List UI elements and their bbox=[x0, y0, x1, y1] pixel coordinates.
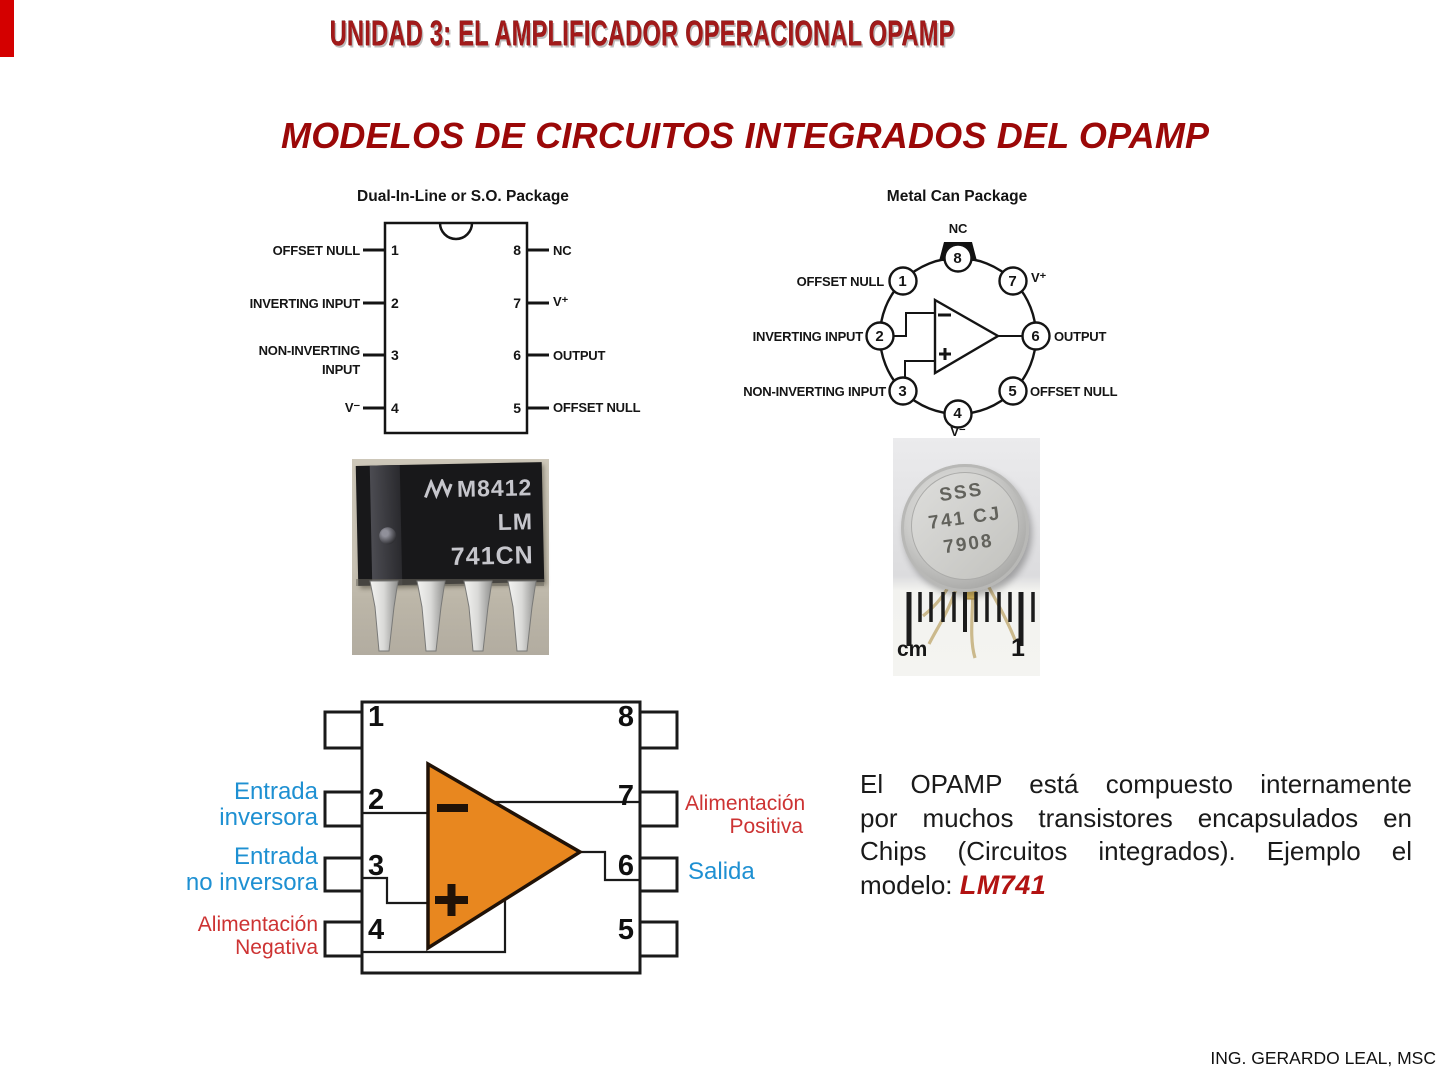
page-title: MODELOS DE CIRCUITOS INTEGRADOS DEL OPAM… bbox=[281, 115, 1210, 156]
pinout-num-6: 6 bbox=[617, 850, 634, 882]
pinout-num-3: 3 bbox=[368, 850, 385, 882]
dip-pin4-num: 4 bbox=[391, 400, 399, 416]
label-positive-supply-line2: Positiva bbox=[729, 815, 803, 838]
dip-pin8-label: NC bbox=[553, 243, 572, 258]
dip-pin3-label: NON-INVERTING INPUT bbox=[258, 341, 361, 379]
pinout-num-5: 5 bbox=[617, 914, 634, 946]
label-noninverting-input-line2: no inversora bbox=[185, 869, 318, 896]
dip-pin3-label-line1: NON-INVERTING bbox=[258, 343, 361, 358]
can-pin5-num: 5 bbox=[1008, 383, 1017, 400]
pinout-pin-stubs bbox=[323, 710, 679, 958]
can-wire-pin3 bbox=[904, 360, 935, 379]
paragraph-line-1: El OPAMP está compuesto internamente bbox=[860, 769, 1412, 799]
pinout-num-1: 1 bbox=[368, 701, 385, 733]
pinout-wires bbox=[362, 800, 640, 954]
label-output: Salida bbox=[688, 858, 755, 885]
can-pin2-label: INVERTING INPUT bbox=[752, 329, 864, 344]
dip-notch bbox=[438, 222, 474, 241]
can-opamp-signs bbox=[938, 313, 951, 360]
dip-package-diagram bbox=[363, 221, 549, 435]
opamp-signs bbox=[435, 804, 468, 916]
dip-pin1-label: OFFSET NULL bbox=[272, 243, 361, 258]
label-negative-supply: Alimentación Negativa bbox=[198, 913, 318, 959]
can-pin4-label: V⁻ bbox=[950, 424, 966, 439]
dip-pin2-label: INVERTING INPUT bbox=[249, 296, 361, 311]
dip-chip-marking-line3: 741CN bbox=[450, 541, 534, 571]
can-pin2-num: 2 bbox=[875, 328, 884, 345]
metal-can-marking: SSS 741 CJ 7908 bbox=[896, 471, 1034, 566]
metal-can-cap bbox=[911, 472, 1019, 580]
dip-pin5-label: OFFSET NULL bbox=[553, 400, 641, 415]
pinout-diagram bbox=[323, 700, 679, 975]
dip-pin7-label: V⁺ bbox=[553, 294, 569, 309]
pinout-num-4: 4 bbox=[368, 914, 385, 946]
label-negative-supply-line2: Negativa bbox=[235, 936, 318, 959]
can-wire-pin2 bbox=[893, 312, 935, 337]
dip-pin4-label: V⁻ bbox=[344, 400, 360, 415]
can-pin-circles bbox=[865, 243, 1051, 429]
dip-body bbox=[383, 221, 529, 435]
can-pin8-num: 8 bbox=[953, 250, 962, 267]
label-inverting-input: Entrada inversora bbox=[219, 779, 318, 831]
metal-can-diagram bbox=[865, 242, 1051, 429]
label-inverting-input-line1: Entrada bbox=[233, 778, 318, 805]
can-pin1-num: 1 bbox=[898, 273, 907, 290]
description-paragraph: El OPAMP está compuesto internamente por… bbox=[860, 768, 1412, 902]
paragraph-line-3: Chips (Circuitos integrados). Ejemplo el bbox=[860, 836, 1412, 866]
label-negative-supply-line1: Alimentación bbox=[197, 913, 318, 936]
paragraph-model-prefix: modelo: bbox=[860, 869, 960, 900]
can-pin7-num: 7 bbox=[1008, 273, 1017, 290]
metal-can-photo: SSS 741 CJ 7908 cm 1 bbox=[893, 438, 1040, 676]
dip-pin6-label: OUTPUT bbox=[553, 348, 606, 363]
paragraph-line-2: por muchos transistores encapsulados en bbox=[860, 802, 1412, 833]
accent-bar bbox=[0, 0, 14, 57]
can-nc-label: NC bbox=[948, 221, 968, 236]
model-name: LM741 bbox=[959, 869, 1047, 900]
ruler-number-label: 1 bbox=[1011, 634, 1025, 662]
national-semiconductor-logo-icon bbox=[423, 478, 453, 500]
dip-diagram-title: Dual-In-Line or S.O. Package bbox=[357, 188, 569, 205]
dip-pin1-num: 1 bbox=[391, 242, 399, 258]
label-noninverting-input-line1: Entrada bbox=[233, 843, 318, 870]
dip-pin3-num: 3 bbox=[391, 347, 399, 363]
pinout-num-8: 8 bbox=[617, 701, 634, 733]
header-title-text: UNIDAD 3: EL AMPLIFICADOR OPERACIONAL OP… bbox=[330, 13, 955, 53]
dip-chip-marking-line2: LM bbox=[497, 508, 534, 535]
can-pin5-label: OFFSET NULL bbox=[1030, 384, 1118, 399]
dip-pin2-num: 2 bbox=[391, 295, 399, 311]
metal-can-body: SSS 741 CJ 7908 bbox=[901, 464, 1029, 592]
can-pin1-label: OFFSET NULL bbox=[796, 274, 885, 289]
ruler-unit-label: cm bbox=[897, 638, 928, 661]
footer-credit: ING. GERARDO LEAL, MSC bbox=[1210, 1048, 1436, 1068]
can-pin4-num: 4 bbox=[953, 405, 962, 422]
label-positive-supply: Alimentación Positiva bbox=[685, 792, 806, 838]
dip-pin7-num: 7 bbox=[513, 295, 521, 311]
paragraph-line-4: modelo: LM741 bbox=[860, 869, 1412, 903]
pinout-num-7: 7 bbox=[617, 780, 634, 812]
dip-pin6-num: 6 bbox=[513, 347, 521, 363]
can-pin7-label: V⁺ bbox=[1031, 270, 1047, 285]
can-pin3-label: NON-INVERTING INPUT bbox=[743, 384, 886, 399]
label-positive-supply-line1: Alimentación bbox=[685, 792, 806, 815]
dip-chip-pins bbox=[356, 579, 544, 652]
dip-chip-mold-stripe bbox=[369, 465, 403, 586]
label-noninverting-input: Entrada no inversora bbox=[186, 844, 318, 896]
dip-chip-photo: M8412 LM 741CN bbox=[352, 459, 549, 655]
dip-pin-stubs bbox=[363, 248, 549, 410]
dip-chip-marking: M8412 LM 741CN bbox=[423, 470, 534, 574]
dip-pin3-label-line2: INPUT bbox=[321, 362, 360, 377]
ruler-ticks bbox=[906, 592, 1035, 646]
dip-pin5-num: 5 bbox=[513, 400, 521, 416]
dip-pin8-num: 8 bbox=[513, 242, 521, 258]
dip-chip-body: M8412 LM 741CN bbox=[355, 462, 545, 586]
can-diagram-title: Metal Can Package bbox=[886, 188, 1028, 205]
can-pin3-num: 3 bbox=[898, 383, 907, 400]
can-pin6-num: 6 bbox=[1031, 328, 1040, 345]
header-title: UNIDAD 3: EL AMPLIFICADOR OPERACIONAL OP… bbox=[330, 13, 955, 53]
dip-chip-marking-line1: M8412 bbox=[456, 474, 533, 502]
label-inverting-input-line2: inversora bbox=[219, 804, 318, 831]
pinout-num-2: 2 bbox=[368, 784, 385, 816]
can-pin6-label: OUTPUT bbox=[1054, 329, 1107, 344]
